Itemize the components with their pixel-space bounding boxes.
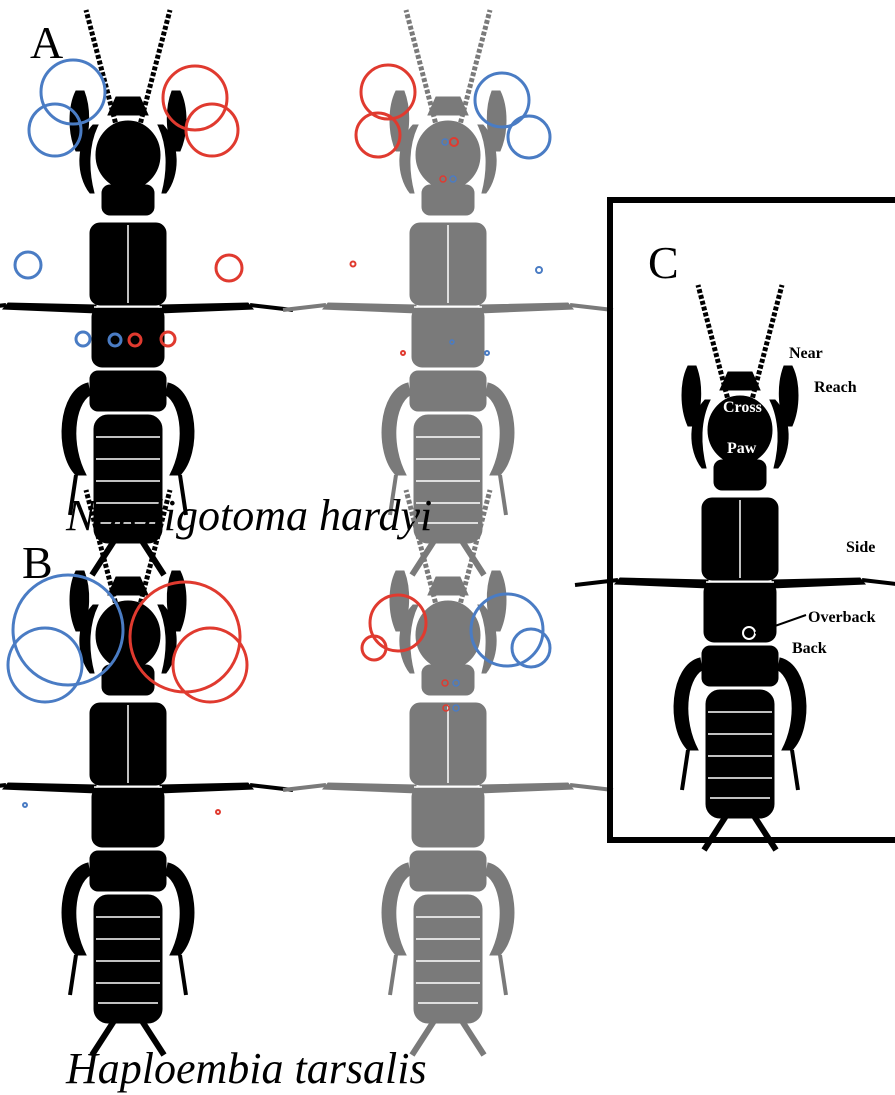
reach-range-circle-blue — [508, 116, 550, 158]
key-label-side: Side — [846, 539, 875, 556]
reach-range-circle-red — [173, 628, 247, 702]
side-dot-blue — [23, 803, 27, 807]
back-dot-red — [401, 351, 405, 355]
side-dot-blue — [536, 267, 542, 273]
panel-b-right-insect — [283, 490, 613, 1055]
panel-a-letter: A — [30, 17, 63, 68]
side-dot-red — [216, 810, 220, 814]
near-range-circle-red — [361, 65, 415, 119]
species-name-b: Haploembia tarsalis — [65, 1044, 427, 1093]
back-circle-1 — [76, 332, 90, 346]
key-insect — [575, 285, 895, 850]
key-label-back: Back — [792, 640, 827, 657]
panel-b-letter: B — [22, 537, 53, 588]
panel-c-letter: C — [648, 237, 679, 288]
species-name-a: Notoligotoma hardyi — [65, 491, 432, 540]
reach-range-circle-blue — [512, 629, 550, 667]
side-dot-red — [351, 262, 356, 267]
side-range-circle-right — [216, 255, 242, 281]
reach-range-circle-blue — [8, 628, 82, 702]
side-range-circle-left — [15, 252, 41, 278]
back-dot-blue — [485, 351, 489, 355]
key-label-near: Near — [789, 345, 823, 362]
key-label-overback: Overback — [808, 609, 876, 626]
key-label-reach: Reach — [814, 379, 857, 396]
key-label-cross: Cross — [723, 399, 762, 416]
key-label-paw: Paw — [727, 440, 757, 457]
